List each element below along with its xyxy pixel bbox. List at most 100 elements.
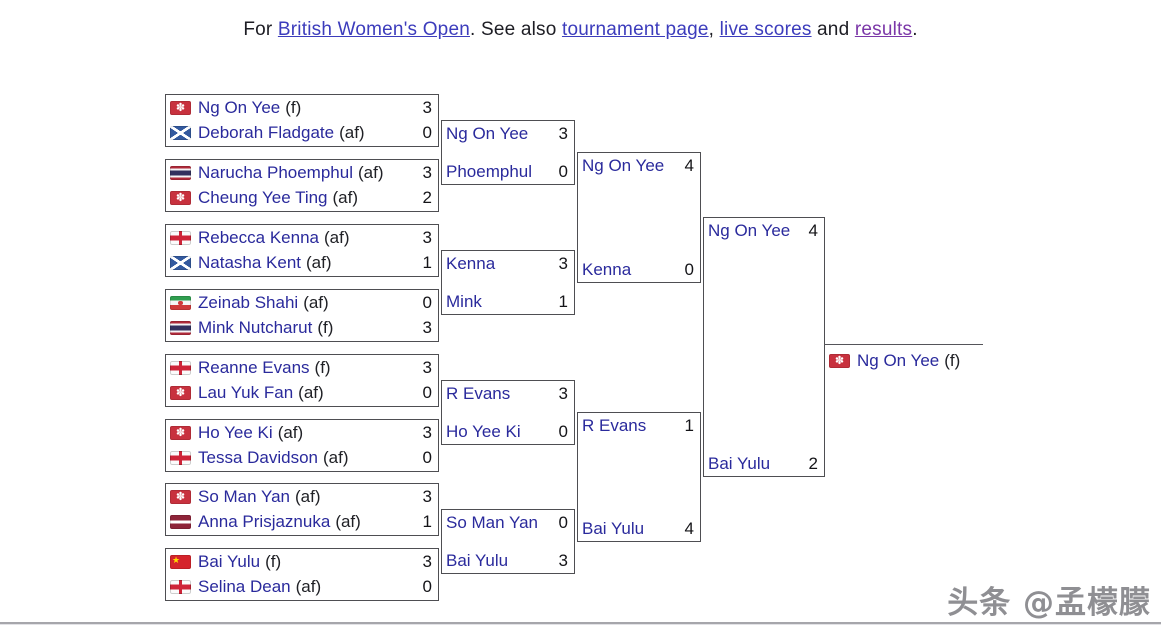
player-row: Natasha Kent (af) 1 bbox=[166, 250, 438, 275]
player-name-link[interactable]: So Man Yan bbox=[446, 512, 538, 532]
player-score: 0 bbox=[422, 576, 432, 596]
player-name-link[interactable]: Natasha Kent bbox=[198, 252, 302, 272]
match-box-qf-3: R Evans 3 Ho Yee Ki 0 bbox=[441, 380, 575, 445]
link-tournament-page[interactable]: tournament page bbox=[561, 19, 709, 40]
player-row: R Evans 1 bbox=[578, 413, 700, 438]
header-text: and bbox=[811, 19, 855, 40]
player-name-link[interactable]: Bai Yulu bbox=[708, 453, 771, 473]
player-name-link[interactable]: Zeinab Shahi bbox=[198, 292, 299, 312]
link-live-scores[interactable]: live scores bbox=[719, 19, 812, 40]
player-row: Bai Yulu 4 bbox=[578, 516, 700, 541]
bottom-divider bbox=[0, 622, 1161, 625]
player-score: 3 bbox=[422, 486, 432, 506]
link-british-womens-open[interactable]: British Women's Open bbox=[277, 19, 470, 40]
player-row: Kenna 0 bbox=[578, 257, 700, 282]
flag-hong-kong-icon bbox=[170, 425, 191, 440]
winner-connector-line bbox=[824, 344, 983, 345]
player-name-link[interactable]: Rebecca Kenna bbox=[198, 227, 319, 247]
player-name-link[interactable]: R Evans bbox=[446, 383, 511, 403]
match-box-r1-5: Reanne Evans (f) 3 Lau Yuk Fan (af) 0 bbox=[165, 354, 439, 407]
player-score: 3 bbox=[422, 97, 432, 117]
player-name-link[interactable]: Ng On Yee bbox=[446, 123, 529, 143]
player-name-link[interactable]: Narucha Phoemphul bbox=[198, 162, 353, 182]
player-score: 3 bbox=[422, 317, 432, 337]
player-name-link[interactable]: R Evans bbox=[582, 415, 647, 435]
player-row: Lau Yuk Fan (af) 0 bbox=[166, 380, 438, 405]
player-row: Bai Yulu (f) 3 bbox=[166, 549, 438, 574]
player-name-link[interactable]: Kenna bbox=[446, 253, 496, 273]
player-score: 1 bbox=[684, 415, 694, 435]
player-row: Bai Yulu 3 bbox=[442, 548, 574, 573]
player-row: Reanne Evans (f) 3 bbox=[166, 355, 438, 380]
player-row: R Evans 3 bbox=[442, 381, 574, 406]
player-name-link[interactable]: Bai Yulu bbox=[198, 551, 261, 571]
player-name-link[interactable]: Bai Yulu bbox=[446, 550, 509, 570]
player-row: Ho Yee Ki 0 bbox=[442, 419, 574, 444]
player-score: 3 bbox=[422, 551, 432, 571]
flag-england-icon bbox=[170, 230, 191, 245]
player-suffix: (f) bbox=[314, 357, 331, 377]
player-row: Ng On Yee 4 bbox=[578, 153, 700, 178]
player-name-link[interactable]: Bai Yulu bbox=[582, 518, 645, 538]
player-row: Mink 1 bbox=[442, 289, 574, 314]
match-box-sf-2: R Evans 1 Bai Yulu 4 bbox=[577, 412, 701, 542]
player-score: 3 bbox=[422, 422, 432, 442]
player-score: 0 bbox=[422, 122, 432, 142]
player-suffix: (f) bbox=[265, 551, 282, 571]
player-name-link[interactable]: Ng On Yee bbox=[708, 220, 791, 240]
player-row: Narucha Phoemphul (af) 3 bbox=[166, 160, 438, 185]
player-name-link[interactable]: Anna Prisjaznuka bbox=[198, 511, 331, 531]
player-score: 0 bbox=[558, 161, 568, 181]
player-name-link[interactable]: Reanne Evans bbox=[198, 357, 310, 377]
match-box-qf-4: So Man Yan 0 Bai Yulu 3 bbox=[441, 509, 575, 574]
player-name-link[interactable]: Ng On Yee bbox=[582, 155, 665, 175]
player-score: 0 bbox=[558, 421, 568, 441]
player-name-link[interactable]: Ho Yee Ki bbox=[446, 421, 521, 441]
player-name-link[interactable]: Deborah Fladgate bbox=[198, 122, 335, 142]
player-name-link[interactable]: Cheung Yee Ting bbox=[198, 187, 328, 207]
player-name-link[interactable]: Lau Yuk Fan bbox=[198, 382, 294, 402]
flag-england-icon bbox=[170, 450, 191, 465]
player-suffix: (af) bbox=[357, 162, 384, 182]
player-score: 3 bbox=[558, 550, 568, 570]
player-name-link[interactable]: Phoemphul bbox=[446, 161, 533, 181]
player-suffix: (af) bbox=[332, 187, 359, 207]
player-suffix: (af) bbox=[277, 422, 304, 442]
flag-hong-kong-icon bbox=[170, 190, 191, 205]
player-score: 4 bbox=[684, 518, 694, 538]
flag-iran-icon bbox=[170, 295, 191, 310]
link-results[interactable]: results bbox=[854, 19, 913, 40]
player-row: Rebecca Kenna (af) 3 bbox=[166, 225, 438, 250]
player-row: Kenna 3 bbox=[442, 251, 574, 276]
player-row: Cheung Yee Ting (af) 2 bbox=[166, 185, 438, 210]
player-name-link[interactable]: Selina Dean bbox=[198, 576, 291, 596]
flag-thailand-icon bbox=[170, 165, 191, 180]
player-score: 2 bbox=[422, 187, 432, 207]
player-suffix: (af) bbox=[295, 576, 322, 596]
player-row: Ng On Yee 4 bbox=[704, 218, 824, 243]
flag-scotland-icon bbox=[170, 125, 191, 140]
player-suffix: (af) bbox=[306, 252, 332, 272]
winner-name-link[interactable]: Ng On Yee bbox=[857, 351, 940, 370]
winner-suffix: (f) bbox=[944, 351, 961, 370]
player-row: Selina Dean (af) 0 bbox=[166, 574, 438, 599]
player-row: So Man Yan (af) 3 bbox=[166, 484, 438, 509]
player-score: 4 bbox=[808, 220, 818, 240]
player-name-link[interactable]: Ho Yee Ki bbox=[198, 422, 273, 442]
flag-hong-kong-icon bbox=[170, 385, 191, 400]
player-name-link[interactable]: So Man Yan bbox=[198, 486, 290, 506]
player-name-link[interactable]: Kenna bbox=[582, 259, 632, 279]
player-name-link[interactable]: Ng On Yee bbox=[198, 97, 281, 117]
player-score: 0 bbox=[422, 292, 432, 312]
player-name-link[interactable]: Mink bbox=[446, 291, 482, 311]
player-suffix: (af) bbox=[323, 227, 350, 247]
player-name-link[interactable]: Mink Nutcharut bbox=[198, 317, 313, 337]
player-row: Ho Yee Ki (af) 3 bbox=[166, 420, 438, 445]
player-row: Ng On Yee 3 bbox=[442, 121, 574, 146]
player-suffix: (af) bbox=[298, 382, 324, 402]
player-score: 0 bbox=[558, 512, 568, 532]
match-box-r1-8: Bai Yulu (f) 3 Selina Dean (af) 0 bbox=[165, 548, 439, 601]
player-name-link[interactable]: Tessa Davidson bbox=[198, 447, 319, 467]
flag-england-icon bbox=[170, 360, 191, 375]
player-row: Zeinab Shahi (af) 0 bbox=[166, 290, 438, 315]
